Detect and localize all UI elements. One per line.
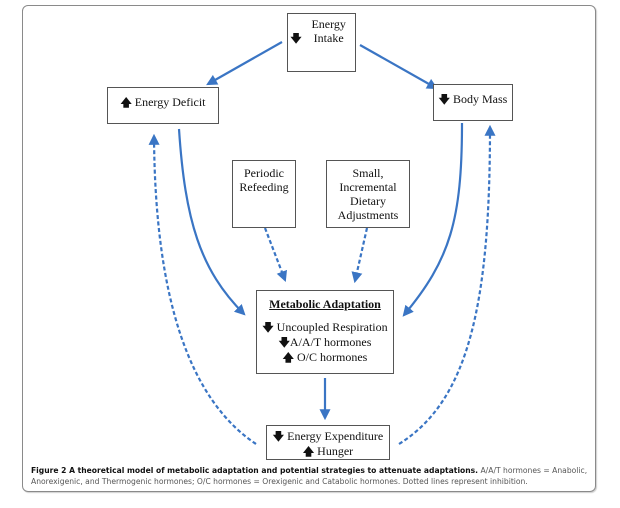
node-periodic-refeeding: Periodic Refeeding [232, 160, 296, 228]
arrow-up-icon: 🡅 [302, 445, 315, 458]
expenditure-item: 🡅 Hunger [302, 444, 354, 458]
node-small-adjustments: Small, Incremental Dietary Adjustments [326, 160, 410, 228]
edge-intake-to-bodymass [359, 44, 438, 90]
edge-intake-to-deficit [206, 41, 283, 86]
caption-text: Anorexigenic, and Thermogenic hormones; … [31, 477, 528, 486]
caption-text: A/A/T hormones = Anabolic, [478, 466, 588, 475]
adaptation-item: 🡇A/A/T hormones [278, 335, 372, 349]
arrow-down-icon: 🡇 [438, 93, 450, 106]
arrow-down-icon: 🡇 [272, 430, 285, 443]
figure-frame [22, 5, 596, 492]
arrow-down-icon: 🡇 [278, 336, 290, 349]
figure-caption: Figure 2 A theoretical model of metaboli… [31, 465, 591, 487]
adaptation-item: 🡇 Uncoupled Respiration [262, 320, 388, 334]
arrow-down-icon: 🡇 [262, 321, 274, 334]
node-energy-deficit: 🡅 Energy Deficit [107, 87, 219, 124]
node-energy-intake: 🡇 Energy Intake [287, 13, 356, 72]
edge-adjustments-to-adaptation [351, 227, 369, 284]
arrow-down-icon: 🡇 [290, 32, 302, 45]
edge-refeeding-to-adaptation [263, 227, 287, 283]
edge-deficit-to-adaptation [177, 128, 246, 316]
arrow-up-icon: 🡅 [120, 96, 132, 109]
expenditure-item: 🡇 Energy Expenditure [272, 429, 384, 443]
edge-expenditure-to-bodymass [398, 124, 496, 445]
adaptation-item: 🡅 O/C hormones [282, 350, 368, 364]
edge-expenditure-to-deficit [148, 133, 257, 445]
adaptation-title: Metabolic Adaptation [269, 297, 381, 311]
node-metabolic-adaptation: Metabolic Adaptation 🡇 Uncoupled Respira… [256, 290, 394, 374]
edge-bodymass-to-adaptation [402, 122, 464, 317]
node-energy-expenditure: 🡇 Energy Expenditure 🡅 Hunger [266, 425, 390, 460]
caption-title: Figure 2 A theoretical model of metaboli… [31, 466, 479, 475]
node-body-mass: 🡇 Body Mass [433, 84, 513, 121]
arrow-up-icon: 🡅 [282, 351, 294, 364]
